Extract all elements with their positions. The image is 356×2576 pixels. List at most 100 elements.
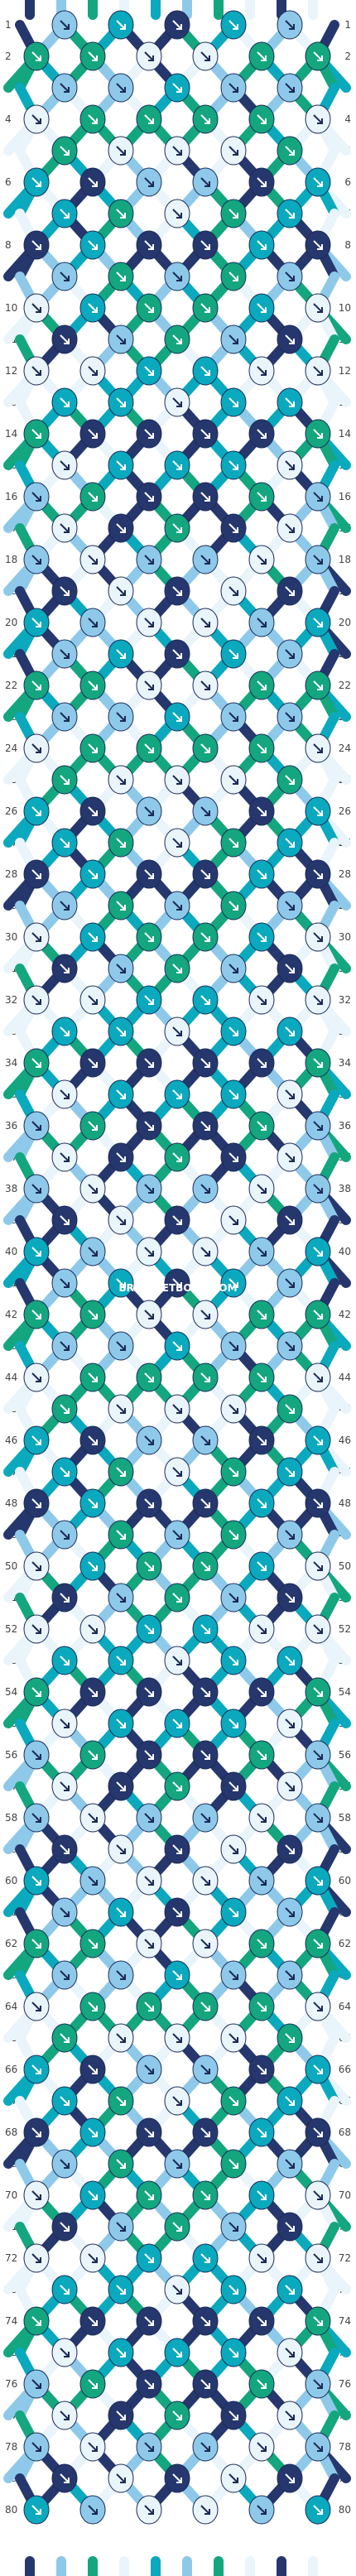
knot-arrow-icon <box>285 2096 295 2106</box>
knot-arrow-icon <box>285 209 295 219</box>
knot-arrow-icon <box>172 334 182 344</box>
knot <box>305 2055 331 2084</box>
knot-arrow-icon <box>116 1278 126 1288</box>
knot <box>164 1268 190 1298</box>
knot <box>164 2401 190 2430</box>
knot <box>108 1331 134 1361</box>
knot-arrow-icon <box>200 1058 210 1068</box>
knot <box>305 1614 331 1644</box>
row-number: 66 <box>5 2064 17 2075</box>
knot-arrow-icon <box>144 1498 154 1508</box>
knot-arrow-icon <box>229 523 238 533</box>
knot-arrow-icon <box>144 1939 154 1949</box>
row-number: 68 <box>339 2127 351 2138</box>
knot <box>51 828 78 858</box>
knot <box>164 387 190 417</box>
knot-arrow-icon <box>144 1184 154 1194</box>
knot-arrow-icon <box>31 1876 41 1886</box>
knot <box>277 136 303 166</box>
knot-arrow-icon <box>257 1813 267 1823</box>
knot-arrow-icon <box>313 1813 323 1823</box>
knot-arrow-icon <box>229 1278 238 1288</box>
knot-arrow-icon <box>313 743 323 753</box>
knot <box>136 2495 162 2525</box>
row-number: 46 <box>5 1435 17 1446</box>
knot-arrow-icon <box>60 1530 70 1540</box>
knot <box>305 167 331 197</box>
knot <box>305 1300 331 1329</box>
knot <box>164 73 190 103</box>
knot <box>51 450 78 480</box>
row-number: 66 <box>339 2064 351 2075</box>
knot-arrow-icon <box>285 649 295 659</box>
knot <box>136 1300 162 1329</box>
row-number: 2 <box>5 50 12 62</box>
row-number: 78 <box>339 2441 351 2453</box>
row-number: 38 <box>339 1183 351 1194</box>
knot <box>79 419 106 449</box>
knot <box>108 2401 134 2430</box>
knot <box>220 1709 247 1738</box>
knot-arrow-icon <box>172 1404 182 1414</box>
knot <box>305 1237 331 1266</box>
row-number: 10 <box>339 302 351 314</box>
knot <box>79 545 106 574</box>
knot <box>192 2243 219 2273</box>
knot <box>164 450 190 480</box>
knot-arrow-icon <box>172 2222 182 2232</box>
knot-arrow-icon <box>257 1876 267 1886</box>
knot-arrow-icon <box>172 964 182 973</box>
knot <box>23 1866 50 1896</box>
knot <box>192 2180 219 2210</box>
row-number: 20 <box>5 617 17 628</box>
knot <box>164 324 190 354</box>
knot <box>277 702 303 732</box>
knot-arrow-icon <box>313 114 323 124</box>
knot <box>23 1300 50 1329</box>
knot-arrow-icon <box>257 1435 267 1445</box>
knot-arrow-icon <box>229 1467 238 1477</box>
knot-arrow-icon <box>31 1310 41 1319</box>
knot <box>79 2306 106 2336</box>
knot <box>79 796 106 826</box>
knot-arrow-icon <box>31 1750 41 1760</box>
knot <box>192 1551 219 1581</box>
knot <box>248 167 275 197</box>
knot <box>220 576 247 606</box>
knot <box>136 545 162 574</box>
knot <box>248 1740 275 1770</box>
knot-arrow-icon <box>31 2505 41 2515</box>
knot-arrow-icon <box>285 83 295 93</box>
knot-arrow-icon <box>116 2033 126 2043</box>
knot <box>136 859 162 889</box>
knot <box>305 1174 331 1204</box>
knot <box>23 2243 50 2273</box>
knot-arrow-icon <box>144 1687 154 1697</box>
knot-arrow-icon <box>88 995 98 1005</box>
knot-arrow-icon <box>313 2442 323 2452</box>
knot <box>108 1709 134 1738</box>
row-number: 8 <box>5 239 12 251</box>
knot-arrow-icon <box>116 1970 126 1980</box>
knot <box>248 859 275 889</box>
knot-arrow-icon <box>285 775 295 785</box>
knot <box>277 2338 303 2367</box>
knot <box>277 1897 303 1927</box>
row-number: 76 <box>339 2378 351 2390</box>
knot-arrow-icon <box>60 1781 70 1791</box>
knot <box>51 576 78 606</box>
knot-arrow-icon <box>116 523 126 533</box>
knot-arrow-icon <box>60 1970 70 1980</box>
row-number: 24 <box>5 743 17 754</box>
knot-arrow-icon <box>229 1341 238 1351</box>
row-number: 2 <box>344 50 351 62</box>
knot <box>23 1237 50 1266</box>
knot-arrow-icon <box>60 1907 70 1917</box>
knot-arrow-icon <box>116 334 126 344</box>
knot-arrow-icon <box>31 366 41 376</box>
row-number: 32 <box>5 994 17 1006</box>
knot <box>277 2275 303 2304</box>
knot-arrow-icon <box>60 83 70 93</box>
knot-arrow-icon <box>60 2285 70 2295</box>
